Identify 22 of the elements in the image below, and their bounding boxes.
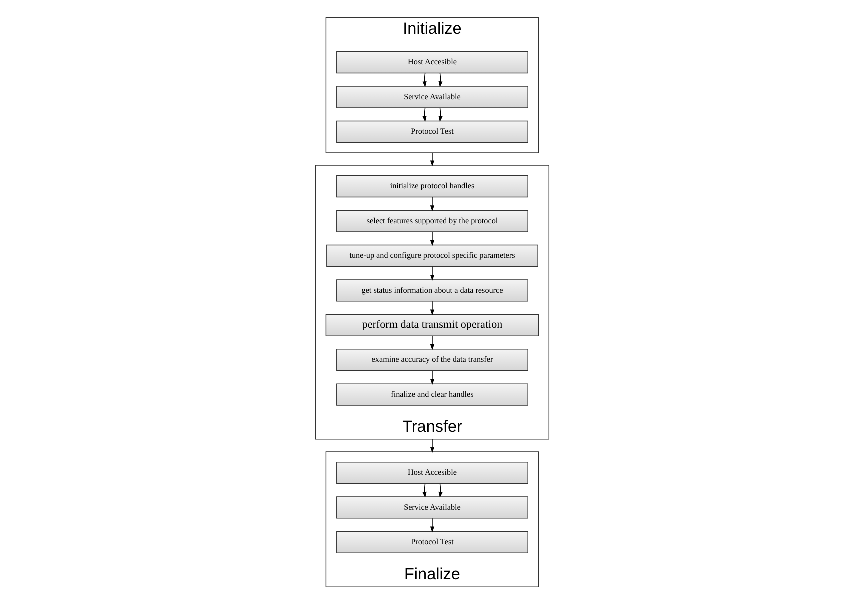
node-box: Protocol Test xyxy=(336,531,528,554)
node-box: perform data transmit operation xyxy=(325,314,539,336)
node-box: Host Accesible xyxy=(336,52,528,74)
arrow xyxy=(430,518,434,533)
node-box: select features supported by the protocol xyxy=(336,210,528,232)
node-box: Service Available xyxy=(336,496,528,519)
node-box: get status information about a data resource xyxy=(336,280,528,302)
node-box: examine accuracy of the data transfer xyxy=(336,349,528,372)
node-box: Protocol Test xyxy=(336,120,528,144)
node-box: finalize and clear handles xyxy=(336,384,528,406)
node-box: initialize protocol handles xyxy=(336,176,528,198)
node-box: Service Available xyxy=(336,86,528,108)
arrow xyxy=(430,232,434,246)
arrow xyxy=(430,439,434,454)
arrow xyxy=(430,336,434,350)
node-box: Host Accesible xyxy=(336,462,528,484)
arrow xyxy=(430,370,434,386)
node-box: tune-up and configure protocol specific parameters xyxy=(326,244,538,268)
arrow xyxy=(430,266,434,281)
arrow xyxy=(430,152,434,167)
arrow xyxy=(430,197,434,212)
arrow xyxy=(430,301,434,316)
